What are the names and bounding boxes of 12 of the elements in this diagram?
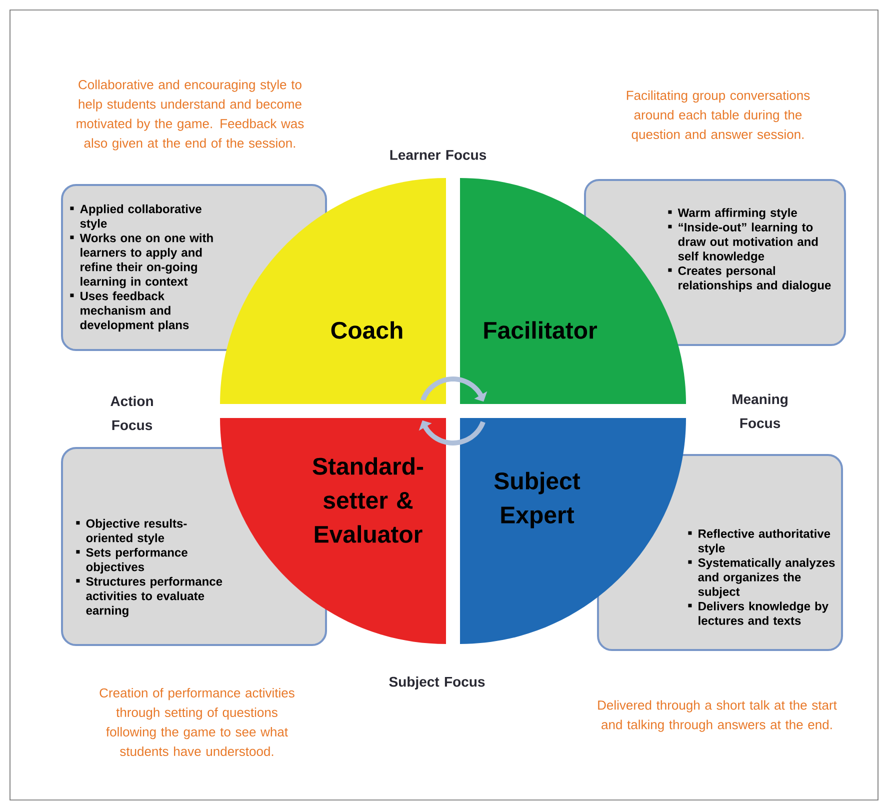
cycle-arrow bbox=[420, 376, 488, 402]
focus-label: Learner Focus bbox=[390, 150, 486, 160]
focus-label: Action Focus bbox=[110, 396, 153, 430]
note-text: Delivered through a short talk at the start and talking through answers at the end. bbox=[598, 700, 837, 732]
focus-label: Meaning Focus bbox=[732, 394, 788, 428]
note-text: Facilitating group conversations around each table during the question and answer session. bbox=[626, 90, 810, 142]
note-text: Collaborative and encouraging style to help students understand and become motivated by the game. Feedback was also given at the end of the session. bbox=[76, 80, 304, 150]
focus-label: Subject Focus bbox=[389, 676, 485, 690]
note-text: Creation of performance activities through setting of questions following the game to see what students have understood. bbox=[100, 688, 294, 756]
cycle-arrow bbox=[418, 420, 486, 446]
quadrant: Coach bbox=[220, 178, 446, 404]
quadrant: Subject Expert bbox=[460, 418, 686, 644]
